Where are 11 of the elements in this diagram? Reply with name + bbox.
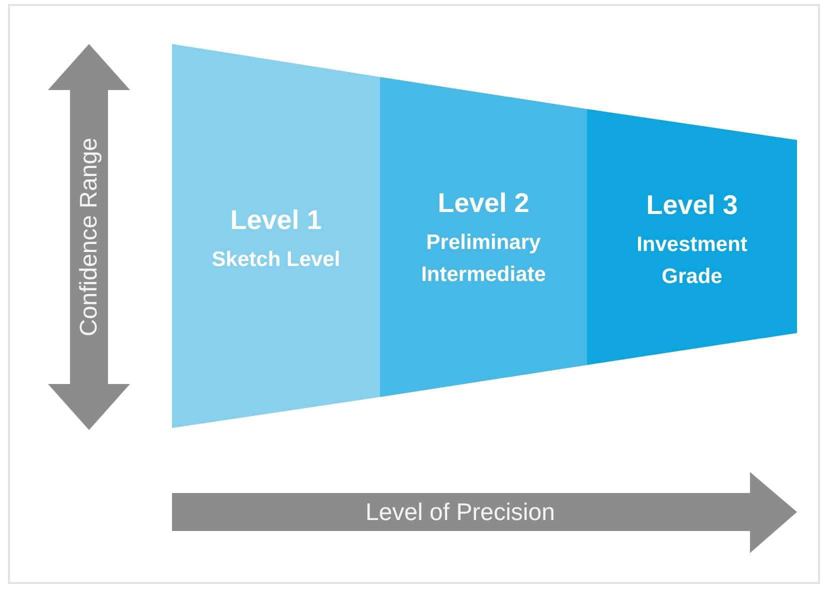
level-title: Level 2	[436, 188, 530, 219]
level-description: Sketch Level	[210, 247, 342, 273]
funnel-segment	[172, 44, 380, 428]
axis-label: Confidence Range	[74, 138, 103, 336]
axis-label: Level of Precision	[366, 499, 555, 527]
level-title: Level 3	[645, 190, 739, 221]
funnel-segment	[587, 109, 797, 365]
level-title: Level 1	[229, 205, 323, 236]
level-description: Preliminary Intermediate	[420, 230, 547, 288]
level-description: Investment Grade	[636, 232, 748, 290]
funnel-segment	[380, 77, 587, 397]
